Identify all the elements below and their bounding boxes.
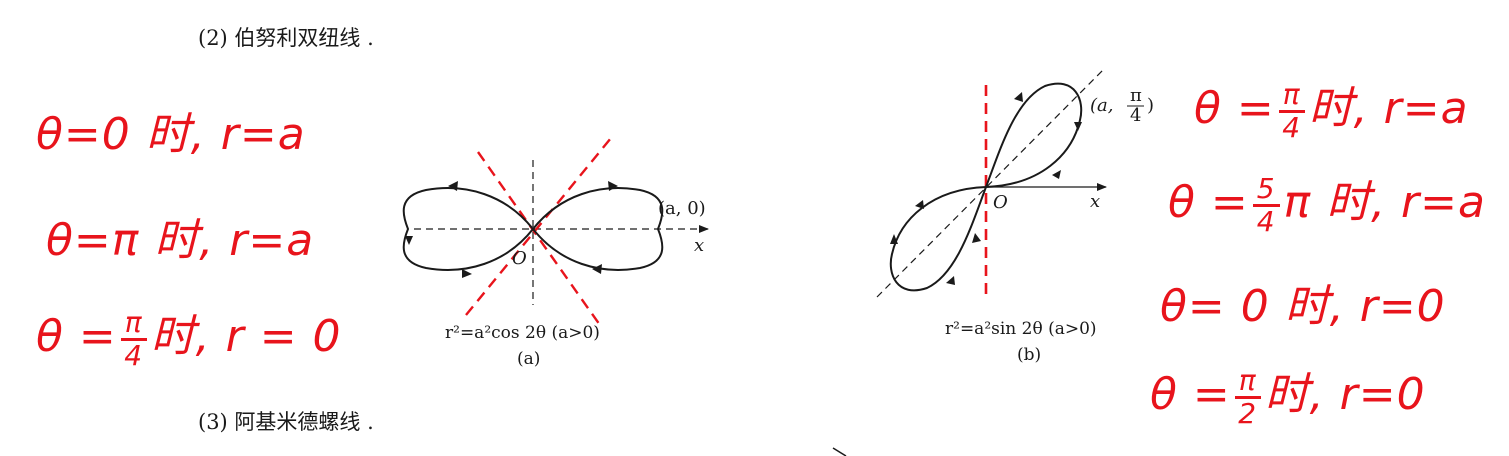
fig-b-origin-label: O xyxy=(993,192,1008,213)
fig-a-arrow-4 xyxy=(462,269,472,278)
fig-b-point-label-suffix: ) xyxy=(1147,95,1154,116)
fig-b-point-label-den: 4 xyxy=(1130,105,1141,126)
figure-b: (a, π 4 ) x O r²=a²sin 2θ (a>0) (b) xyxy=(876,69,1154,365)
note-left-1: θ=0 时, r=a xyxy=(36,109,306,160)
fig-a-lemniscate-curve xyxy=(402,187,664,271)
fig-b-tag: (b) xyxy=(1017,345,1041,365)
fig-b-arrow-6 xyxy=(946,276,955,285)
note-left-2: θ=π 时, r=a xyxy=(46,215,315,266)
fig-b-arrow-4 xyxy=(915,200,924,209)
note-right-3: θ= 0 时, r=0 xyxy=(1160,281,1446,332)
fig-b-x-label: x xyxy=(1090,191,1100,212)
fig-a-tangent-1 xyxy=(465,137,612,316)
fig-b-arrow-3 xyxy=(1052,170,1061,179)
figure-a: (a, 0) x O r²=a²cos 2θ (a>0) (a) xyxy=(402,137,709,369)
fig-b-arrow-2 xyxy=(1074,122,1082,131)
fig-b-arrow-5 xyxy=(890,234,898,244)
fig-b-diagonal xyxy=(876,69,1104,298)
fig-a-arrow-3 xyxy=(448,181,458,191)
fig-a-x-label: x xyxy=(694,235,704,256)
fig-a-arrow-5 xyxy=(405,236,413,245)
fig-a-tangent-2 xyxy=(477,151,603,329)
stray-mark xyxy=(832,447,847,456)
fig-b-equation: r²=a²sin 2θ (a>0) xyxy=(945,319,1097,339)
fig-a-arrow-1 xyxy=(608,181,618,191)
fig-a-arrow-2 xyxy=(592,264,602,274)
fig-b-point-label-prefix: (a, xyxy=(1090,95,1113,116)
fig-b-upper-lobe xyxy=(984,82,1083,189)
fig-b-lower-lobe xyxy=(889,185,988,292)
fig-a-point-label: (a, 0) xyxy=(658,198,706,219)
fig-a-tag: (a) xyxy=(517,349,540,369)
fig-a-origin-label: O xyxy=(512,248,527,269)
fig-b-arrow-7 xyxy=(972,233,981,243)
fig-b-arrow-1 xyxy=(1014,92,1023,102)
section-heading-archimedes: (3) 阿基米德螺线 . xyxy=(198,410,374,434)
section-heading-lemniscate: (2) 伯努利双纽线 . xyxy=(198,26,374,50)
fig-b-point-label-num: π xyxy=(1130,85,1142,106)
fig-a-equation: r²=a²cos 2θ (a>0) xyxy=(445,323,600,343)
